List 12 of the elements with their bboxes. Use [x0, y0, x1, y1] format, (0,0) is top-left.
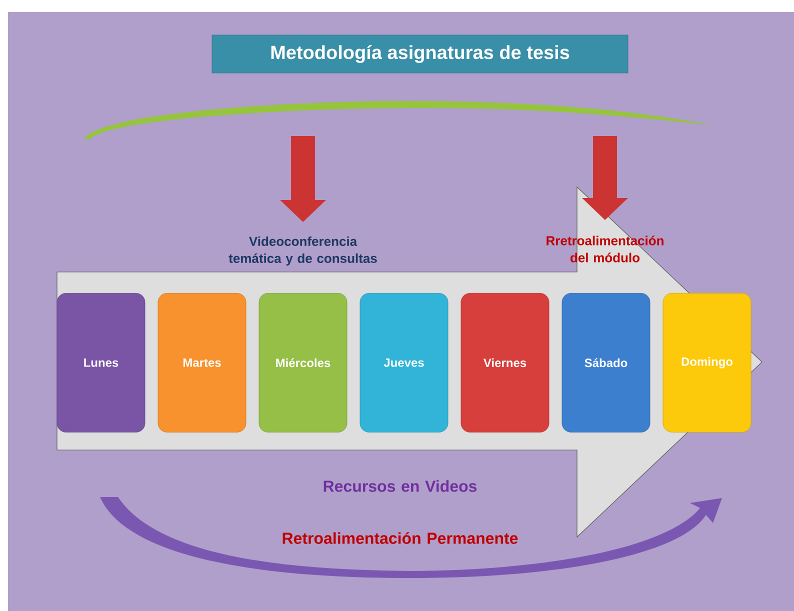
day-box: Sábado: [562, 293, 650, 432]
annotation-text: Rretroalimentación del módulo: [546, 236, 664, 262]
annotation-text: Recursos en Videos: [324, 480, 477, 492]
day-box: Lunes: [56, 293, 146, 432]
annotation-text: Videoconferencia temática y de consultas: [228, 236, 377, 266]
title-banner: Metodología asignaturas de tesis: [212, 34, 628, 74]
day-box: Jueves: [360, 293, 448, 432]
day-box: Martes: [158, 293, 246, 432]
day-box: Miércoles: [258, 293, 348, 432]
annotation-text: Retroalimentación Permanente: [282, 532, 518, 544]
day-box: Viernes: [460, 293, 550, 432]
day-box: Domingo: [662, 293, 752, 432]
